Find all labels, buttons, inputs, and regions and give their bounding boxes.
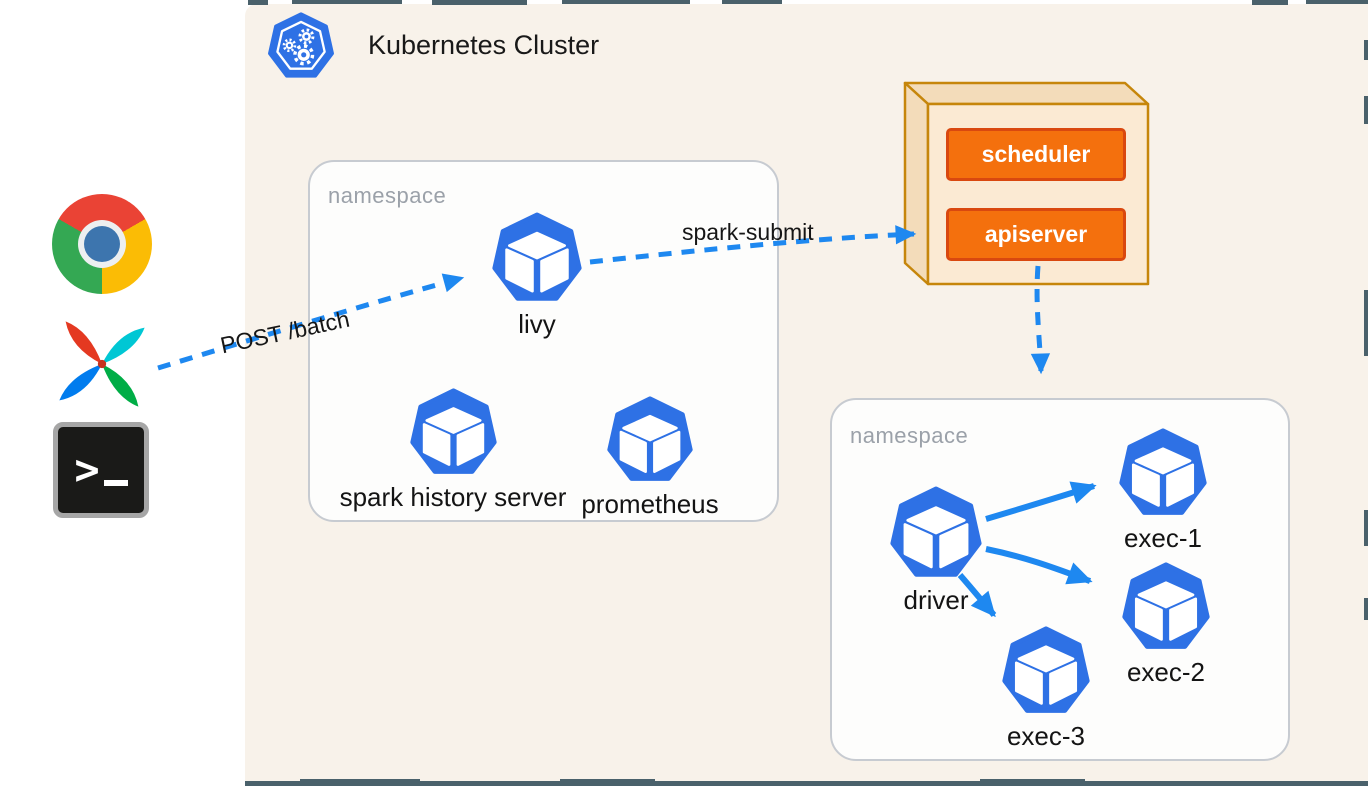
kubernetes-cluster-icon — [268, 12, 334, 78]
kubernetes-pod-icon — [1121, 562, 1211, 652]
pod-spark-history-server: spark history server — [323, 388, 583, 513]
pod-exec-1: exec-1 — [1033, 428, 1293, 554]
kubernetes-pod-icon — [1118, 428, 1208, 518]
torn-edge-mark — [248, 0, 268, 5]
chrome-blue-core — [84, 226, 120, 262]
apiserver-box: apiserver — [946, 208, 1126, 261]
chrome-browser-icon — [52, 194, 152, 294]
torn-edge-mark — [1364, 510, 1368, 546]
torn-edge-mark — [722, 0, 782, 4]
torn-edge-mark — [1306, 0, 1368, 4]
pod-label: livy — [518, 309, 556, 339]
pod-driver: driver — [806, 486, 1066, 616]
torn-edge-mark — [432, 0, 527, 5]
pod-prometheus: prometheus — [520, 396, 780, 520]
airflow-pinwheel-icon — [59, 321, 145, 407]
apiserver-label: apiserver — [984, 221, 1088, 247]
kubernetes-pod-icon — [1001, 626, 1091, 716]
torn-edge-mark — [1252, 0, 1288, 5]
torn-edge-mark — [1364, 290, 1368, 356]
pod-label: driver — [903, 585, 969, 615]
scheduler-box: scheduler — [946, 128, 1126, 181]
scheduler-label: scheduler — [981, 141, 1091, 167]
terminal-cursor-glyph — [103, 480, 128, 486]
terminal-gt-glyph: > — [74, 445, 100, 494]
pod-exec-2: exec-2 — [1036, 562, 1296, 688]
torn-edge-mark — [1364, 96, 1368, 124]
torn-edge-mark — [560, 779, 655, 786]
page-title: Kubernetes Cluster — [368, 30, 600, 60]
pod-label: prometheus — [581, 489, 719, 519]
namespace-label-1: namespace — [328, 183, 447, 208]
pod-livy: livy — [407, 212, 667, 340]
kubernetes-pod-icon — [889, 486, 983, 580]
pod-label: spark history server — [339, 482, 567, 512]
kubernetes-pod-icon — [409, 388, 498, 477]
pod-exec-3: exec-3 — [916, 626, 1176, 752]
pod-label: exec-3 — [1006, 721, 1086, 751]
kubernetes-pod-icon — [491, 212, 583, 304]
torn-edge-mark — [1364, 598, 1368, 620]
torn-edge-mark — [562, 0, 690, 4]
torn-edge-mark — [1364, 40, 1368, 60]
torn-edge-mark — [300, 779, 420, 786]
flow-label-spark-submit: spark-submit — [682, 219, 814, 245]
pod-label: exec-2 — [1126, 657, 1206, 687]
pod-label: exec-1 — [1123, 523, 1203, 553]
terminal-prompt-icon: > — [53, 422, 149, 518]
torn-edge-mark — [292, 0, 402, 4]
kubernetes-pod-icon — [606, 396, 694, 484]
namespace-label-2: namespace — [850, 423, 969, 448]
torn-edge-mark — [245, 781, 1368, 786]
torn-edge-mark — [980, 779, 1085, 786]
